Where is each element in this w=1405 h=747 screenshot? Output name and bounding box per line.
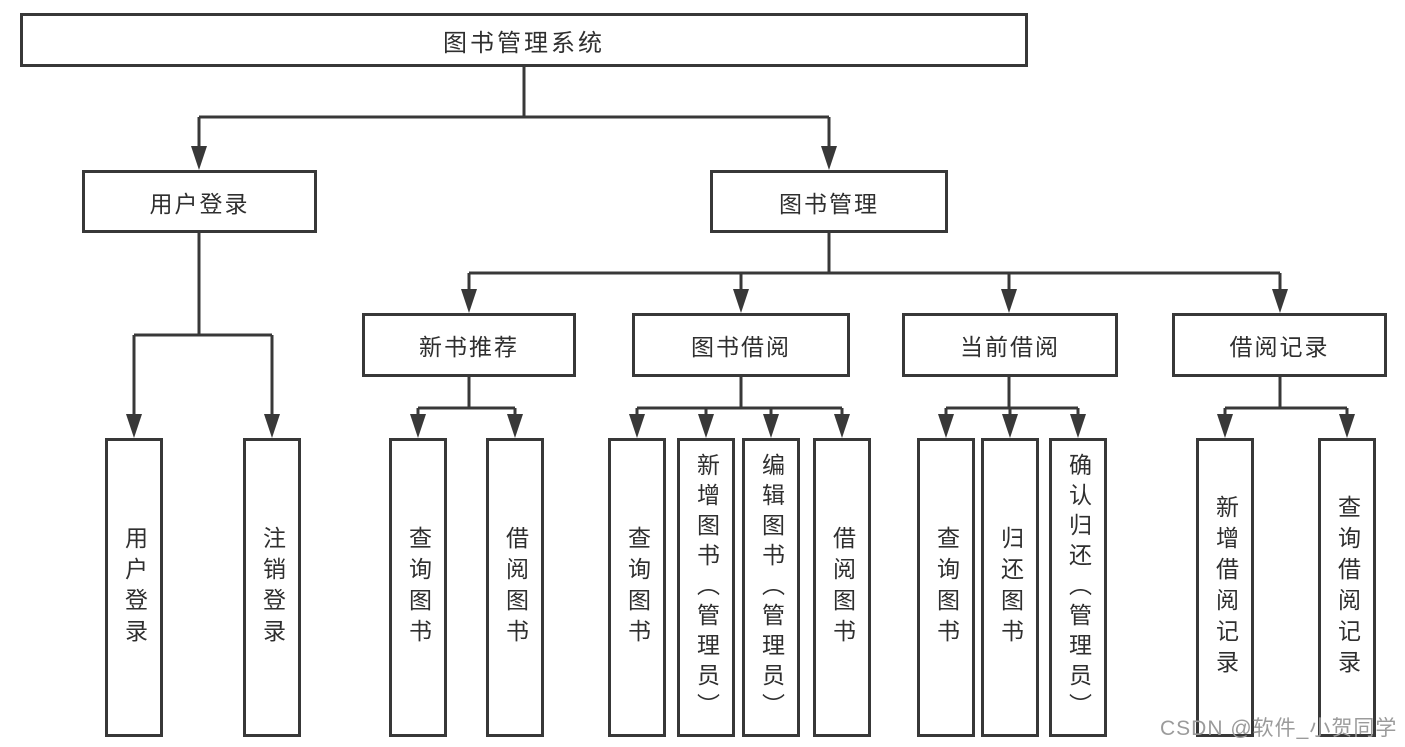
node-label: 归还图书: [997, 525, 1024, 650]
node-label: 新书推荐: [419, 334, 519, 360]
leaf-logout: 注销登录: [243, 438, 301, 737]
node-book-borrowing: 图书借阅: [632, 313, 850, 377]
leaf-records-add-borrow-record: 新增借阅记录: [1196, 438, 1254, 737]
node-label: 图书管理系统: [443, 29, 605, 57]
node-book-management: 图书管理: [710, 170, 948, 233]
node-label: 新增借阅记录: [1212, 494, 1239, 681]
node-user-login: 用户登录: [82, 170, 317, 233]
node-label: 查询图书: [624, 525, 651, 650]
csdn-watermark: CSDN @软件_小贺同学: [1160, 717, 1398, 740]
leaf-borrowing-borrow-book: 借阅图书: [813, 438, 871, 737]
node-label: 借阅图书: [829, 525, 856, 650]
node-borrowing-records: 借阅记录: [1172, 313, 1387, 377]
node-label: 借阅图书: [502, 525, 529, 650]
node-new-book-recommendation: 新书推荐: [362, 313, 576, 377]
node-label: 图书借阅: [691, 334, 791, 360]
node-label: 查询图书: [405, 525, 432, 650]
node-label: 注销登录: [259, 525, 286, 650]
leaf-current-query-book: 查询图书: [917, 438, 975, 737]
node-current-borrowing: 当前借阅: [902, 313, 1118, 377]
node-label: 查询图书: [933, 525, 960, 650]
node-label: 当前借阅: [960, 334, 1060, 360]
leaf-borrowing-query-book: 查询图书: [608, 438, 666, 737]
leaf-recommend-query-book: 查询图书: [389, 438, 447, 737]
node-label: 确认归还（管理员）: [1065, 452, 1092, 723]
leaf-borrowing-add-book-admin: 新增图书（管理员）: [677, 438, 735, 737]
node-label: 新增图书（管理员）: [693, 452, 720, 723]
leaf-current-confirm-return-admin: 确认归还（管理员）: [1049, 438, 1107, 737]
node-label: 编辑图书（管理员）: [758, 452, 785, 723]
node-label: 查询借阅记录: [1334, 494, 1361, 681]
node-label: 用户登录: [121, 525, 148, 650]
node-label: 用户登录: [149, 190, 250, 217]
leaf-borrowing-edit-book-admin: 编辑图书（管理员）: [742, 438, 800, 737]
leaf-recommend-borrow-book: 借阅图书: [486, 438, 544, 737]
leaf-user-login: 用户登录: [105, 438, 163, 737]
node-root-library-management-system: 图书管理系统: [20, 13, 1028, 67]
leaf-records-query-borrow-record: 查询借阅记录: [1318, 438, 1376, 737]
node-label: 借阅记录: [1229, 334, 1330, 360]
leaf-current-return-book: 归还图书: [981, 438, 1039, 737]
node-label: 图书管理: [779, 190, 879, 217]
